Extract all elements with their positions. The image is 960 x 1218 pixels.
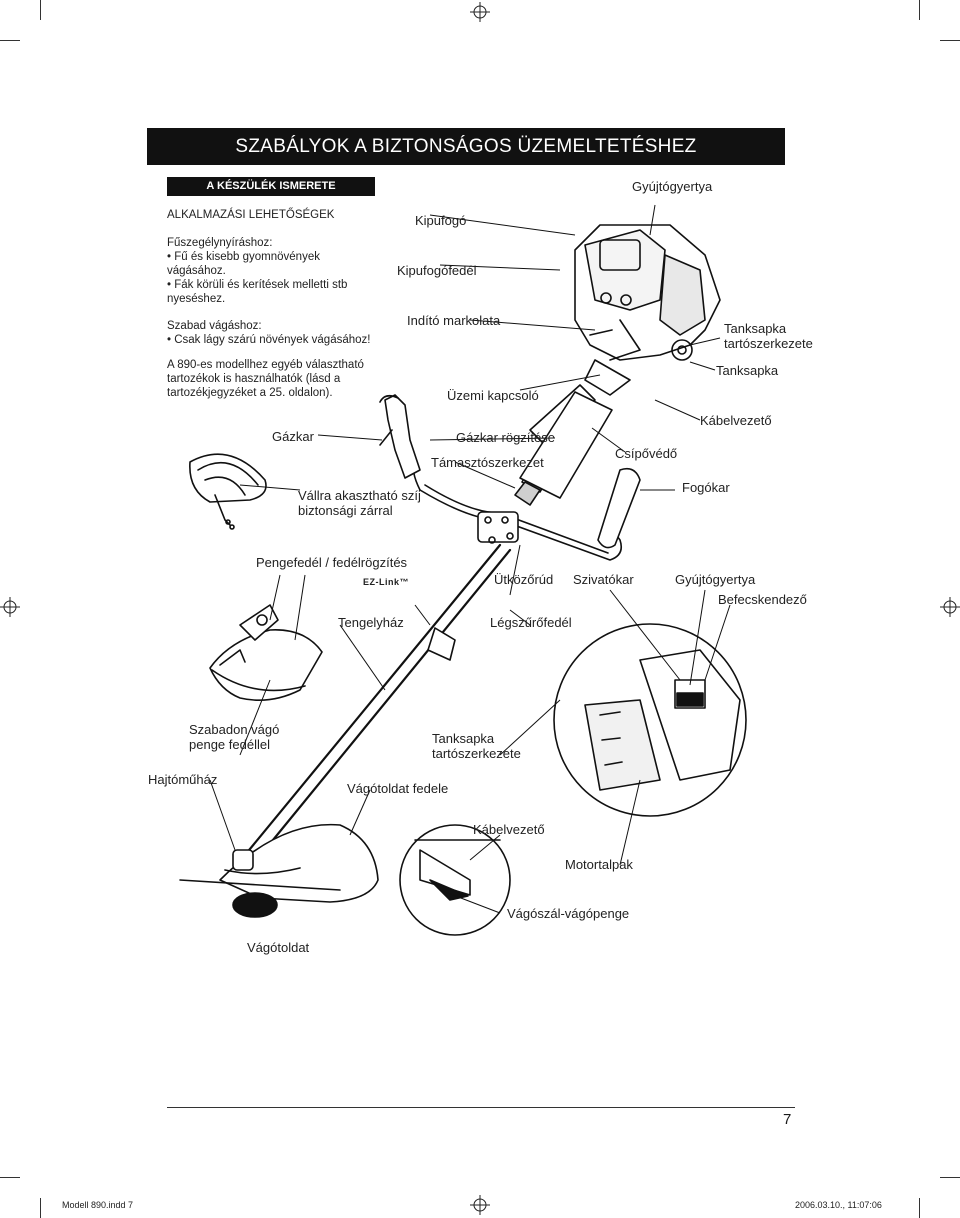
upper-handle-drawing: [379, 384, 641, 561]
shaft-drawing: [243, 543, 512, 864]
accessories-note: A 890-es modellhez egyéb választható tar…: [167, 359, 364, 399]
trimming-title: Fűszegélynyíráshoz:: [167, 237, 273, 249]
label-gyujtogyertya-mid: Gyújtógyertya: [675, 572, 756, 587]
label-gyujtogyertya-top: Gyújtógyertya: [632, 179, 713, 194]
crop-mark: [40, 1198, 41, 1218]
label-csipovedo: Csípővédő: [615, 446, 678, 461]
clearing-title: Szabad vágáshoz:: [167, 320, 262, 332]
label-tanksapka-tarto-top: Tanksapka tartószerkezete: [724, 321, 813, 351]
label-fogokar: Fogókar: [682, 480, 730, 495]
label-vagoszal: Vágószál-vágópenge: [507, 906, 630, 921]
label-kipufogofedel: Kipufogófedél: [397, 263, 477, 278]
crop-mark: [919, 0, 920, 20]
footer-timestamp: 2006.03.10., 11:07:06: [795, 1200, 882, 1210]
page-number: 7: [783, 1111, 792, 1128]
crop-mark: [40, 0, 41, 20]
footer-filename: Modell 890.indd 7: [62, 1200, 134, 1210]
label-tanksapka-tarto-mid: Tanksapka tartószerkezete: [432, 731, 521, 761]
leader-lines: [209, 204, 731, 914]
label-gazkar-rogzitese: Gázkar rögzítése: [456, 430, 555, 445]
label-befecskendezo: Befecskendező: [718, 592, 807, 607]
label-tamasztoszerkezet: Támasztószerkezet: [431, 455, 544, 470]
clearing-item: • Csak lágy szárú növények vágásához!: [167, 334, 371, 346]
cutting-head-drawing: [179, 823, 379, 918]
crop-mark: [0, 1177, 20, 1178]
label-vagotoldat: Vágótoldat: [247, 940, 310, 955]
label-gazkar: Gázkar: [272, 429, 314, 444]
label-tengelyhaz: Tengelyház: [338, 615, 404, 630]
engine-drawing: [574, 224, 721, 396]
label-hajtomuhaz: Hajtóműház: [148, 772, 218, 787]
label-utkozorud: Ütközőrúd: [494, 572, 554, 587]
crop-mark: [940, 1177, 960, 1178]
label-szabadon-vago: Szabadon vágó penge fedéllel: [189, 722, 280, 752]
footer-rule: [167, 1107, 795, 1108]
intro-heading: ALKALMAZÁSI LEHETŐSÉGEK: [167, 209, 335, 221]
label-pengefedel: Pengefedél / fedélrögzítés: [256, 555, 408, 570]
label-indito-markolata: Indító markolata: [407, 313, 501, 328]
label-kipufogo: Kipufogó: [415, 213, 467, 228]
crop-mark: [940, 40, 960, 41]
label-valra-szij: Vállra akasztható szíj biztonsági zárral: [298, 488, 421, 518]
label-legszurofedel: Légszűrőfedél: [490, 615, 572, 630]
trimming-item: • Fák körüli és kerítések melletti stb n…: [167, 279, 348, 305]
crop-mark: [919, 1198, 920, 1218]
label-szivatokar: Szivatókar: [573, 572, 634, 587]
label-ezlink: EZ-Link™: [363, 577, 409, 587]
crop-mark: [0, 40, 20, 41]
detail-zoom-drawing: [553, 623, 747, 817]
label-kabelvezeto-bottom: Kábelvezető: [473, 822, 545, 837]
strap-drawing: [189, 453, 267, 530]
label-kabelvezeto-top: Kábelvezető: [700, 413, 772, 428]
blade-guard-drawing: [209, 604, 323, 701]
label-tanksapka: Tanksapka: [716, 363, 779, 378]
label-motortalpak: Motortalpak: [565, 857, 633, 872]
label-uzemi-kapcsolo: Üzemi kapcsoló: [447, 388, 539, 403]
section-heading: A KÉSZÜLÉK ISMERETE: [167, 177, 375, 196]
page-title: SZABÁLYOK A BIZTONSÁGOS ÜZEMELTETÉSHEZ: [147, 128, 785, 165]
label-vagotoldat-fedele: Vágótoldat fedele: [347, 781, 449, 796]
trimming-item: • Fű és kisebb gyomnövények vágásához.: [167, 251, 320, 277]
blade-detail-drawing: [399, 824, 511, 936]
